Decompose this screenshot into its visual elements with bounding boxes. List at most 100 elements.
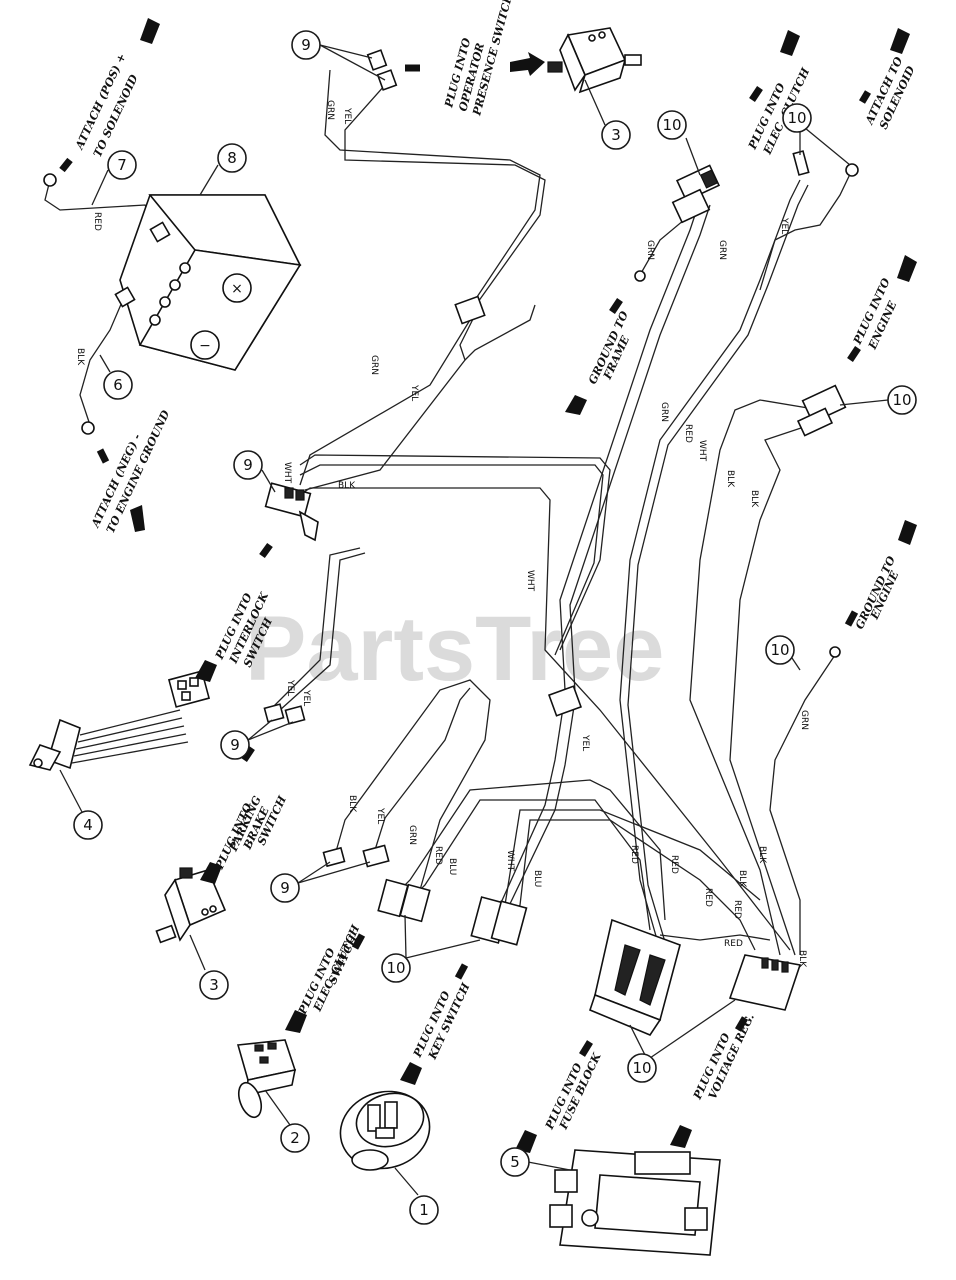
svg-text:6: 6 bbox=[113, 376, 123, 394]
dash-mark bbox=[59, 157, 73, 173]
arrow-down-icon bbox=[195, 660, 217, 682]
callout: 4 bbox=[59, 769, 103, 840]
interlock-switch bbox=[28, 670, 211, 771]
wire-label: BLK bbox=[338, 481, 356, 491]
arrow-down-icon bbox=[130, 505, 145, 532]
wire-label: YEL bbox=[301, 689, 311, 706]
wire-label: BLU bbox=[532, 870, 542, 887]
svg-text:10: 10 bbox=[892, 391, 911, 409]
wire-label: YEL bbox=[285, 679, 295, 696]
connector-pair-top bbox=[366, 49, 398, 91]
inline-connector bbox=[547, 685, 583, 717]
wire-label: RED bbox=[92, 212, 102, 231]
solenoid-terminals bbox=[792, 150, 859, 177]
fuse-block bbox=[549, 1149, 721, 1256]
wire-label: RED bbox=[683, 424, 693, 443]
callout: 10 bbox=[627, 999, 736, 1083]
callout: 8 bbox=[199, 143, 247, 196]
wire-label: GRN bbox=[717, 240, 727, 260]
wire-label: RED bbox=[724, 939, 743, 949]
arrow-down-icon bbox=[200, 862, 222, 884]
arrow-right-icon bbox=[510, 52, 545, 76]
watermark: PartsTree bbox=[245, 598, 664, 700]
callout: 9 bbox=[220, 719, 294, 760]
wire-label: WHT bbox=[505, 850, 515, 872]
callout: 10 bbox=[657, 110, 701, 176]
parking-brake-switch bbox=[155, 867, 227, 944]
engine-plug-connector bbox=[796, 384, 847, 437]
svg-text:1: 1 bbox=[419, 1201, 429, 1219]
elec-clutch-connector-top bbox=[671, 164, 721, 224]
arrow-down-icon bbox=[400, 1062, 422, 1085]
arrow-up-icon bbox=[780, 30, 800, 56]
ring-terminal-icon bbox=[43, 173, 57, 187]
svg-text:10: 10 bbox=[787, 109, 806, 127]
callout: 9 bbox=[233, 450, 276, 493]
wire-label: BLK bbox=[797, 950, 807, 968]
svg-text:9: 9 bbox=[243, 456, 253, 474]
wire-label: GRN bbox=[407, 825, 417, 845]
svg-text:×: × bbox=[231, 281, 243, 297]
wire-label: GRN bbox=[799, 710, 809, 730]
ring-terminal-icon bbox=[81, 421, 95, 435]
wire-label: BLK bbox=[347, 795, 357, 813]
wire-label: RED bbox=[703, 888, 713, 907]
svg-text:−: − bbox=[199, 338, 211, 354]
positive-terminal-icon bbox=[222, 273, 252, 303]
wire-label: YEL bbox=[580, 734, 590, 751]
wire-label: BLU bbox=[447, 858, 457, 875]
svg-text:9: 9 bbox=[280, 879, 290, 897]
svg-text:9: 9 bbox=[301, 36, 311, 54]
wire-label: RED bbox=[433, 846, 443, 865]
arrow-up-icon bbox=[890, 28, 910, 54]
svg-text:10: 10 bbox=[770, 641, 789, 659]
wire-label: BLK bbox=[75, 348, 85, 366]
negative-terminal-icon bbox=[190, 330, 220, 360]
fuse-block-connector bbox=[589, 918, 681, 1036]
parking-brake-connectors bbox=[263, 703, 306, 725]
callout: 7 bbox=[91, 150, 137, 206]
callout: 2 bbox=[264, 1089, 310, 1153]
wire-label: RED bbox=[732, 900, 742, 919]
svg-text:10: 10 bbox=[662, 116, 681, 134]
wire-labels: RED BLK GRN YEL GRN YEL WHT BLK GRN GRN … bbox=[75, 100, 809, 968]
engine-ground-terminal-icon bbox=[829, 646, 841, 658]
arrow-down-icon bbox=[565, 395, 587, 415]
battery: × − bbox=[114, 194, 302, 371]
clutch-switch-connectors bbox=[322, 844, 390, 868]
wire-label: RED bbox=[669, 855, 679, 874]
voltage-reg-connector bbox=[728, 954, 802, 1011]
wire-label: YEL bbox=[375, 807, 385, 824]
wire-label: BLK bbox=[757, 846, 767, 864]
wire-label: BLK bbox=[737, 870, 747, 888]
svg-text:10: 10 bbox=[386, 959, 405, 977]
svg-text:7: 7 bbox=[117, 156, 127, 174]
callouts: 9 3 7 8 6 10 10 10 9 4 9 3 9 2 10 1 10 5… bbox=[59, 30, 917, 1225]
wire-label: RED bbox=[629, 845, 639, 864]
svg-text:3: 3 bbox=[611, 126, 621, 144]
arrow-down-icon bbox=[670, 1125, 692, 1148]
svg-text:4: 4 bbox=[83, 816, 93, 834]
wire-label: YEL bbox=[409, 384, 419, 401]
callout: 10 bbox=[839, 385, 917, 415]
wire-label: YEL bbox=[779, 217, 789, 234]
key-switch bbox=[339, 1090, 431, 1171]
callout: 9 bbox=[270, 861, 371, 903]
wire-label: GRN bbox=[325, 100, 335, 120]
callout: 6 bbox=[99, 354, 133, 400]
wire-label: GRN bbox=[645, 240, 655, 260]
svg-text:2: 2 bbox=[290, 1129, 300, 1147]
callout: 5 bbox=[500, 1147, 571, 1177]
callout: 9 bbox=[291, 30, 386, 81]
elec-clutch-switch bbox=[236, 1039, 297, 1119]
wire-label: WHT bbox=[697, 440, 707, 462]
wire-label: WHT bbox=[525, 570, 535, 592]
wire-label: WHT bbox=[282, 462, 292, 484]
svg-text:8: 8 bbox=[227, 149, 237, 167]
callout: 3 bbox=[584, 79, 631, 150]
arrow-down-icon bbox=[285, 1010, 307, 1033]
frame-ground-terminal-icon bbox=[634, 270, 646, 282]
callout: 10 bbox=[765, 635, 801, 671]
